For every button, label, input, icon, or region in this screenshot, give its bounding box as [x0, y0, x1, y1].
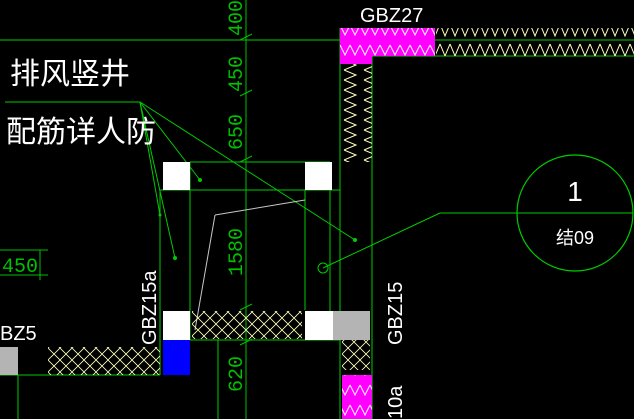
dim-450-left: 450	[2, 256, 38, 279]
magenta-wall	[340, 28, 435, 419]
detail-sheet: 结09	[556, 228, 594, 248]
detail-callout: 1 结09	[516, 154, 634, 272]
label-gbz27: GBZ27	[360, 5, 423, 27]
dim-620: 620	[226, 356, 249, 392]
dim-650: 650	[226, 114, 249, 150]
column-blocks	[0, 162, 370, 375]
leader-lines	[5, 101, 516, 269]
leader-dots	[158, 178, 357, 260]
dim-1580: 1580	[226, 228, 249, 276]
callout-anchor-circle	[317, 262, 329, 274]
detail-number: 1	[567, 176, 583, 207]
dim-400: 400	[226, 0, 249, 36]
label-bz5: BZ5	[0, 323, 37, 345]
label-gbz15a: GBZ15a	[139, 270, 161, 345]
section-leader	[194, 199, 306, 331]
note-line-2: 配筋详人防	[6, 115, 156, 150]
label-gbz15: GBZ15	[385, 282, 407, 345]
note-line-1: 排风竖井	[10, 57, 130, 92]
hatch-regions	[48, 28, 634, 375]
label-10a: 10a	[385, 385, 407, 419]
dim-450-top: 450	[226, 56, 249, 92]
